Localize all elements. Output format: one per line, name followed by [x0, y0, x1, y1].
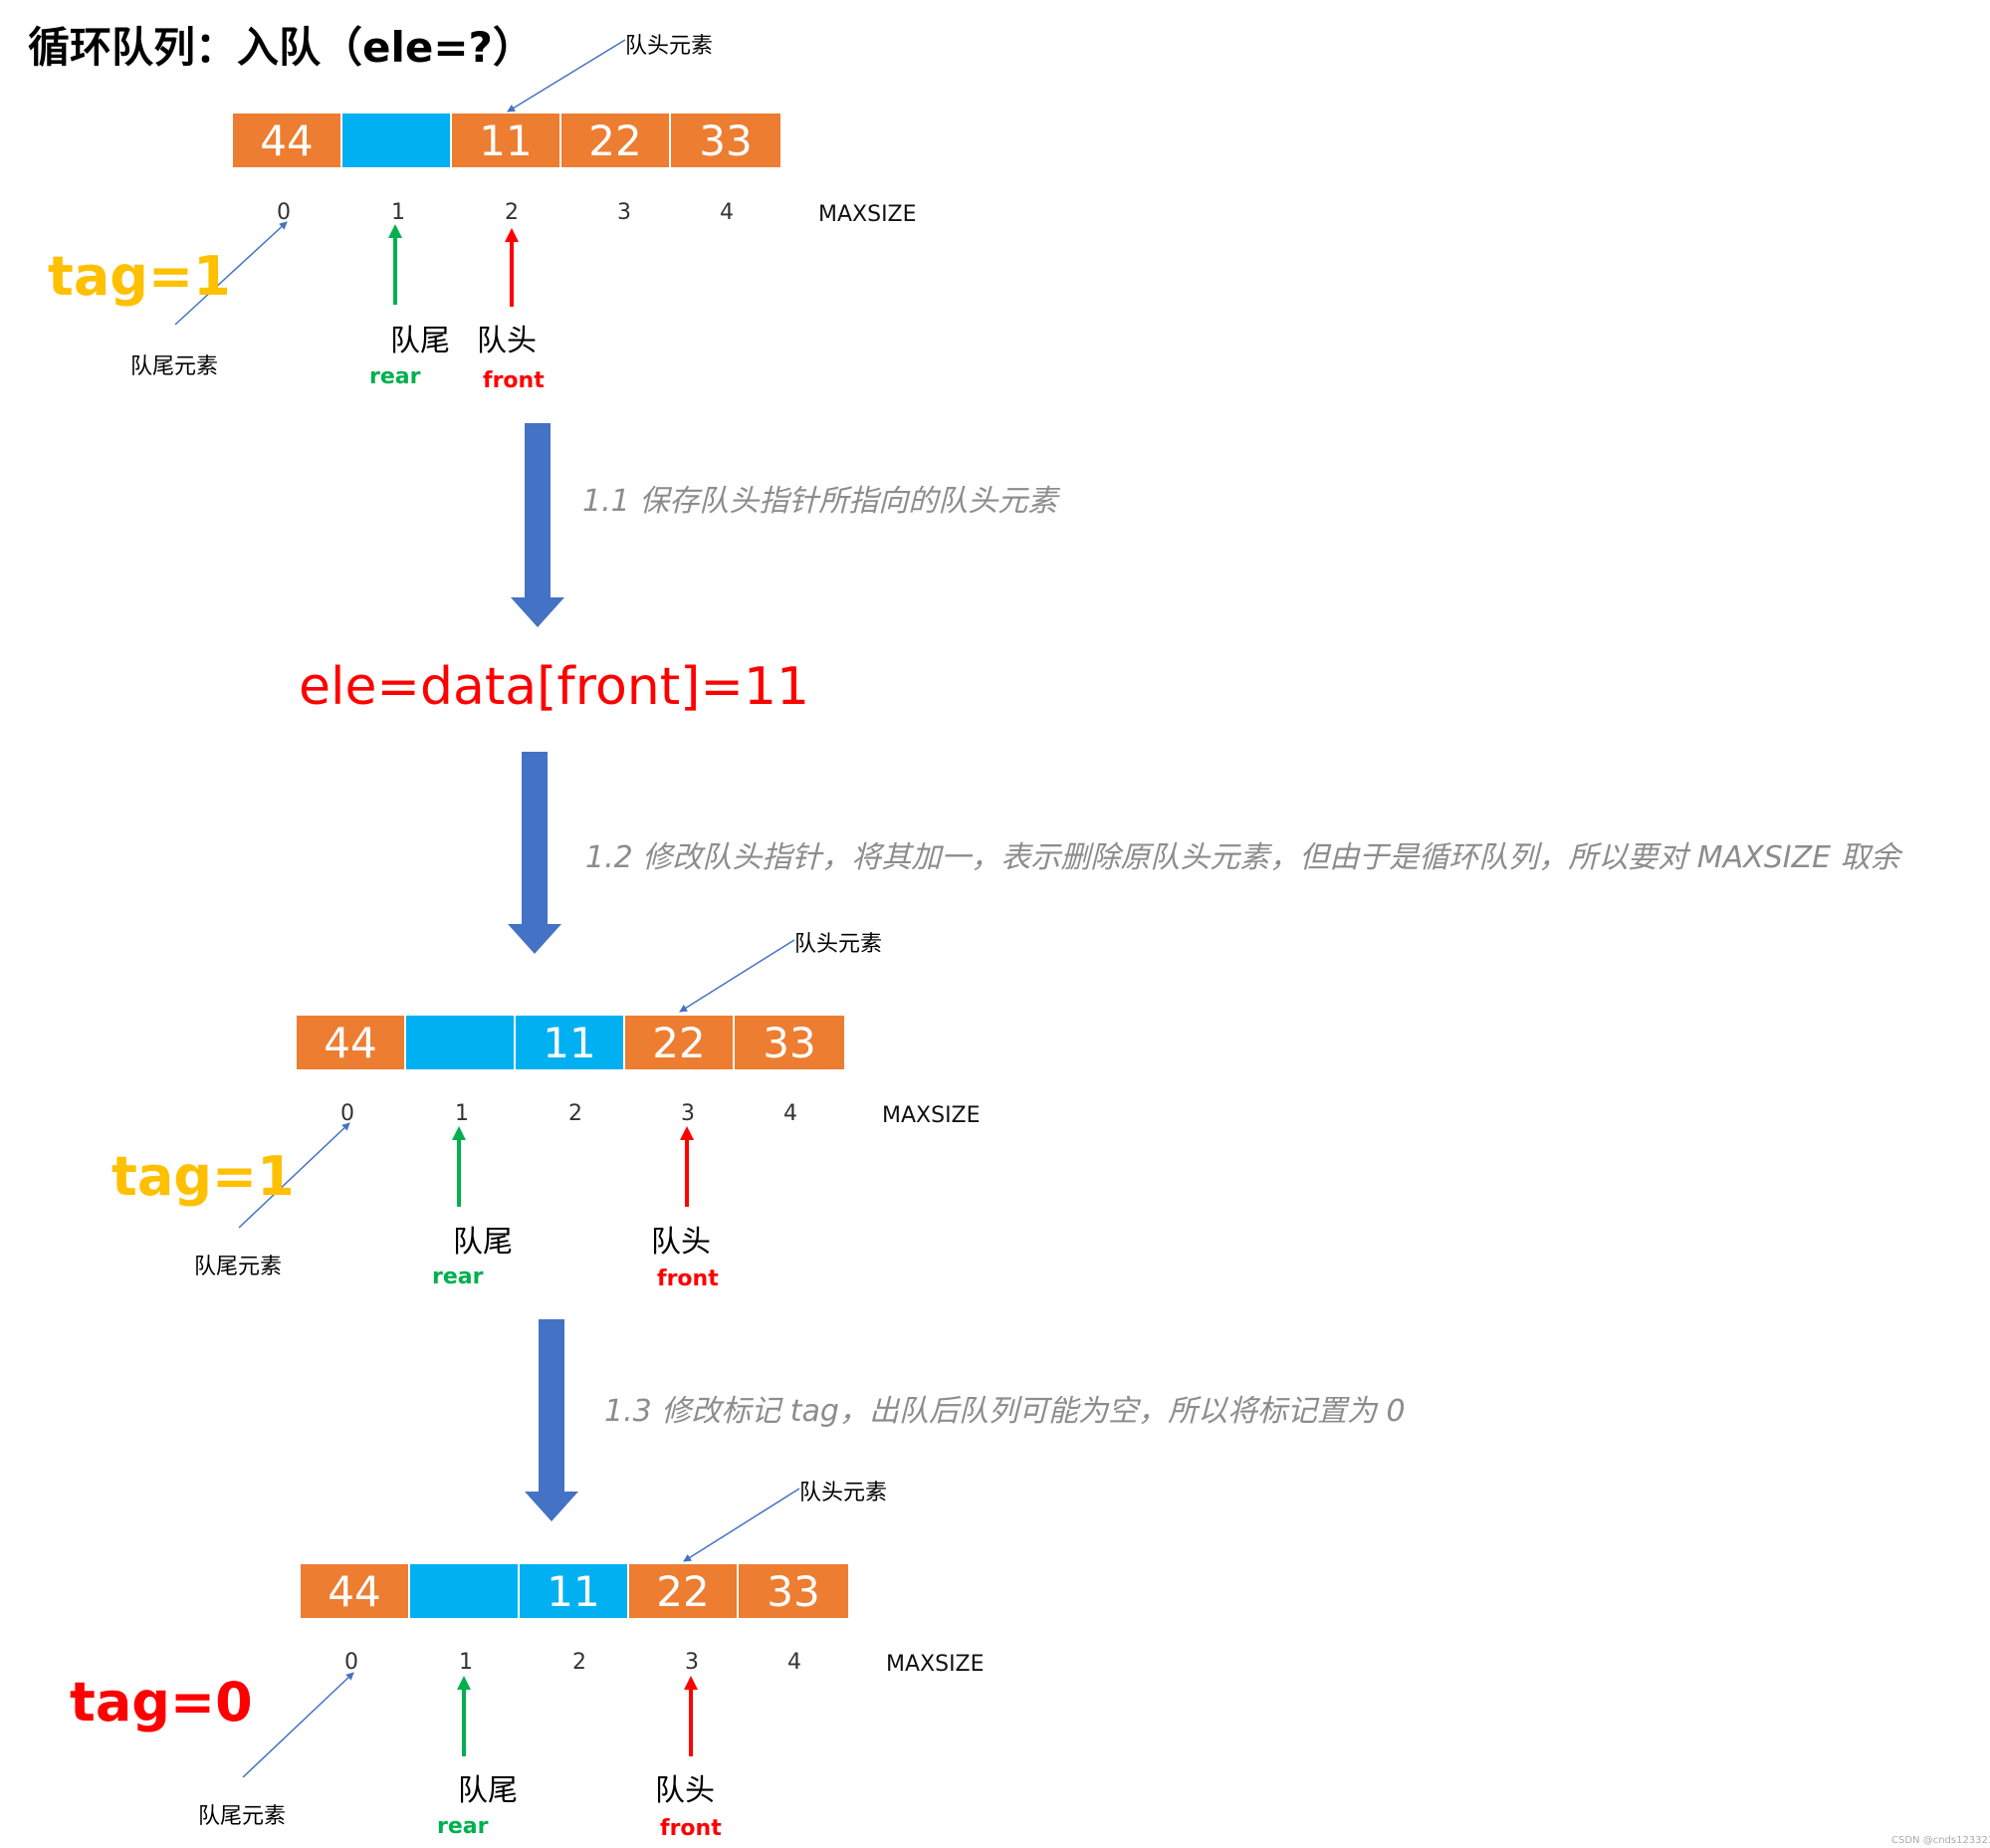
flow-arrow-1 [511, 423, 564, 627]
index-label: 1 [391, 200, 405, 225]
flow-arrow-2 [508, 752, 561, 954]
index-label: 1 [455, 1101, 469, 1126]
step-3-text: 1.3 修改标记 tag，出队后队列可能为空，所以将标记置为 0 [604, 1394, 1406, 1429]
tail-element-note: 队尾元素 [198, 1804, 287, 1829]
head-note-pointer-3 [683, 1488, 800, 1562]
front-label-cn: 队头 [651, 1225, 711, 1260]
head-element-note: 队头元素 [794, 932, 883, 957]
front-label-cn: 队头 [477, 324, 537, 358]
index-label: 1 [459, 1650, 473, 1675]
tail-note-pointer-3 [242, 1672, 354, 1778]
queue-cell-3: 22 [629, 1564, 739, 1618]
queue-cell-1 [406, 1016, 516, 1069]
rear-label: rear [432, 1265, 484, 1289]
front-label: front [483, 368, 545, 393]
index-label: 0 [277, 200, 291, 225]
queue-cell-2: 11 [452, 114, 561, 167]
tail-element-note: 队尾元素 [194, 1255, 283, 1279]
rear-label-cn: 队尾 [458, 1773, 518, 1808]
front-label-cn: 队头 [655, 1773, 715, 1808]
index-label: 4 [720, 200, 734, 225]
head-element-note: 队头元素 [799, 1481, 888, 1505]
tag-value: tag=1 [111, 1145, 295, 1208]
index-label: 4 [787, 1650, 801, 1675]
index-label: 3 [685, 1650, 699, 1675]
front-label: front [657, 1267, 719, 1291]
index-label: 2 [568, 1101, 582, 1126]
index-label: 0 [344, 1650, 358, 1675]
index-label: 2 [572, 1650, 586, 1675]
head-element-note: 队头元素 [625, 34, 714, 59]
tail-note-pointer-2 [238, 1122, 350, 1229]
rear-label: rear [369, 364, 421, 389]
queue-cell-0: 44 [233, 114, 342, 167]
index-label: 4 [783, 1101, 797, 1126]
maxsize-label: MAXSIZE [886, 1652, 985, 1677]
diagram-title: 循环队列：入队（ele=?） [28, 23, 535, 72]
formula-text: ele=data[front]=11 [299, 657, 810, 717]
maxsize-label: MAXSIZE [882, 1103, 981, 1128]
index-label: 2 [505, 200, 519, 225]
queue-cell-4: 33 [671, 114, 780, 167]
queue-cell-0: 44 [301, 1564, 410, 1618]
queue-cell-2: 11 [516, 1016, 625, 1069]
index-label: 0 [340, 1101, 354, 1126]
head-note-pointer-2 [679, 939, 795, 1013]
tail-element-note: 队尾元素 [130, 354, 219, 379]
queue-cell-3: 22 [625, 1016, 735, 1069]
maxsize-label: MAXSIZE [818, 202, 917, 227]
watermark: CSDN @cnds123321 [1891, 1835, 1990, 1846]
tag-value: tag=1 [48, 245, 231, 308]
flow-arrow-3 [525, 1319, 578, 1521]
index-label: 3 [681, 1101, 695, 1126]
rear-label: rear [437, 1814, 489, 1839]
queue-cell-2: 11 [520, 1564, 629, 1618]
step-1-text: 1.1 保存队头指针所指向的队头元素 [582, 484, 1058, 519]
head-note-pointer-1 [507, 39, 626, 113]
tail-note-pointer-1 [174, 221, 288, 326]
queue-cell-1 [410, 1564, 520, 1618]
queue-cell-3: 22 [561, 114, 671, 167]
front-label: front [660, 1816, 722, 1841]
rear-label-cn: 队尾 [453, 1225, 513, 1260]
rear-label-cn: 队尾 [390, 324, 450, 358]
queue-cell-4: 33 [735, 1016, 844, 1069]
queue-cell-0: 44 [297, 1016, 406, 1069]
tag-value: tag=0 [70, 1671, 253, 1733]
index-label: 3 [617, 200, 631, 225]
step-2-text: 1.2 修改队头指针，将其加一，表示删除原队头元素，但由于是循环队列，所以要对 … [585, 840, 1900, 875]
queue-cell-4: 33 [739, 1564, 848, 1618]
queue-cell-1 [342, 114, 452, 167]
